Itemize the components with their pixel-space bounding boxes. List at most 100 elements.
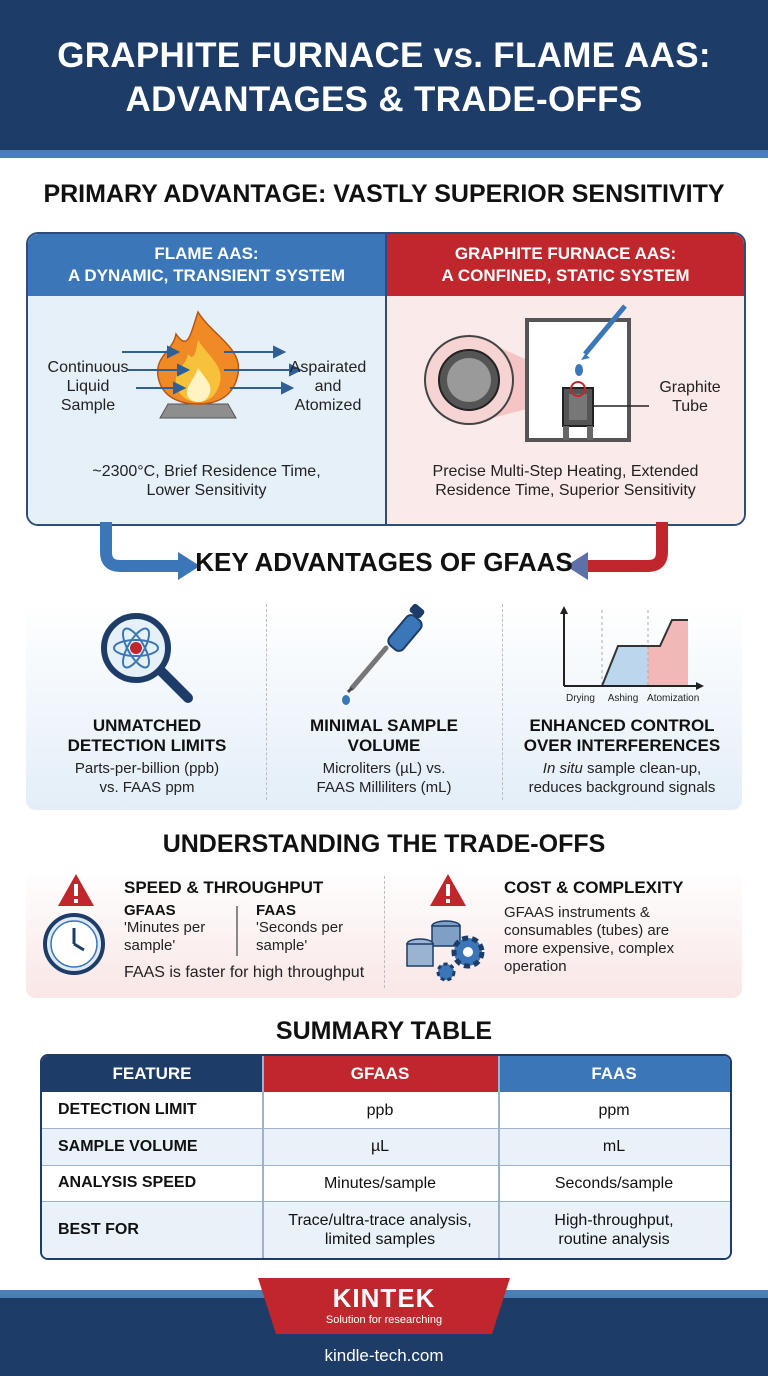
burner-icon bbox=[159, 403, 237, 419]
advantage-divider-1 bbox=[266, 604, 267, 800]
advantage-interference-title-1: ENHANCED CONTROL bbox=[529, 716, 715, 735]
flow-arrows-in bbox=[122, 345, 191, 395]
column-header-feature: FEATURE bbox=[42, 1056, 262, 1092]
flow-arrows-out bbox=[224, 345, 303, 395]
advantage-divider-2 bbox=[502, 604, 503, 800]
heating-stage-labels: Drying Ashing Atomization bbox=[566, 693, 716, 704]
advantage-volume-desc-2: FAAS Milliliters (mL) bbox=[316, 779, 452, 796]
flame-input-label: Continuous Liquid Sample bbox=[38, 358, 138, 415]
flame-panel: FLAME AAS: A DYNAMIC, TRANSIENT SYSTEM bbox=[28, 234, 385, 524]
advantage-volume-title-1: MINIMAL SAMPLE bbox=[310, 716, 458, 735]
flame-output-label: Aspairated and Atomized bbox=[278, 358, 378, 415]
tube-label-line-2: Tube bbox=[672, 398, 708, 415]
right-arrow-head bbox=[566, 552, 588, 580]
header-stripe bbox=[0, 150, 768, 158]
pipette-tip-icon bbox=[575, 304, 627, 376]
flame-caption: ~2300°C, Brief Residence Time, Lower Sen… bbox=[28, 462, 385, 500]
flame-input-line-3: Sample bbox=[60, 397, 116, 414]
table-cell-gfaas-line-2: limited samples bbox=[324, 1230, 436, 1248]
cost-line-3: more expensive, complex bbox=[504, 940, 675, 957]
converging-arrows bbox=[100, 522, 668, 580]
cost-line-2: consumables (tubes) are bbox=[504, 922, 670, 939]
furnace-diagram bbox=[424, 304, 649, 442]
flame-output-line-1: Aspairated bbox=[289, 359, 367, 376]
table-cell-faas-line-2: routine analysis bbox=[558, 1230, 670, 1248]
flame-caption-line-2: Lower Sensitivity bbox=[146, 482, 267, 499]
key-advantages-heading: KEY ADVANTAGES OF GFAAS bbox=[195, 547, 573, 577]
stage-label-drying: Drying bbox=[566, 693, 595, 704]
flame-caption-line-1: ~2300°C, Brief Residence Time, bbox=[92, 463, 321, 480]
header-banner bbox=[0, 0, 768, 150]
panel-divider bbox=[385, 234, 387, 524]
speed-faas-line-1: 'Seconds per bbox=[256, 919, 344, 936]
brand-badge bbox=[258, 1278, 510, 1334]
speed-gfaas-line-2: sample' bbox=[124, 937, 176, 954]
flame-input-line-1: Continuous bbox=[47, 359, 129, 376]
speed-gfaas-block: GFAAS 'Minutes per sample' bbox=[124, 902, 230, 955]
cost-line-4: operation bbox=[504, 958, 567, 975]
advantage-interference-desc-2: reduces background signals bbox=[528, 779, 716, 796]
left-arrow-head bbox=[178, 552, 200, 580]
flame-header-line-1: FLAME AAS: bbox=[154, 244, 259, 263]
title-line-2: ADVANTAGES & TRADE-OFFS bbox=[125, 80, 643, 119]
advantage-detection: UNMATCHED DETECTION LIMITS Parts-per-bil… bbox=[28, 716, 266, 797]
advantage-interference-desc-1: In situ sample clean-up, bbox=[503, 759, 741, 778]
tube-cross-section-icon bbox=[424, 335, 514, 425]
table-row-feature: BEST FOR bbox=[42, 1201, 262, 1258]
stage-label-atomization: Atomization bbox=[647, 693, 700, 704]
clock-icon bbox=[43, 913, 105, 975]
tube-label: Graphite Tube bbox=[645, 378, 735, 416]
speed-faas-line-2: sample' bbox=[256, 937, 308, 954]
flame-diagram bbox=[122, 310, 303, 419]
column-divider bbox=[262, 1056, 264, 1258]
in-situ-text: In situ bbox=[542, 760, 583, 777]
flame-panel-header: FLAME AAS: A DYNAMIC, TRANSIENT SYSTEM bbox=[28, 234, 385, 296]
speed-note: FAAS is faster for high throughput bbox=[124, 964, 365, 981]
advantage-volume-desc-1: Microliters (µL) vs. bbox=[322, 760, 446, 777]
warning-icon bbox=[58, 874, 94, 906]
cost-text: GFAAS instruments & consumables (tubes) … bbox=[504, 904, 734, 976]
advantage-volume: MINIMAL SAMPLE VOLUME Microliters (µL) v… bbox=[265, 716, 503, 797]
table-cell-gfaas: µL bbox=[262, 1128, 498, 1165]
table-cell-faas: mL bbox=[498, 1128, 730, 1165]
tube-label-line-1: Graphite bbox=[659, 379, 721, 396]
furnace-caption-line-2: Residence Time, Superior Sensitivity bbox=[435, 482, 696, 499]
flame-output-line-3: Atomized bbox=[294, 397, 362, 414]
summary-heading: SUMMARY TABLE bbox=[275, 1017, 493, 1045]
cost-line-1: GFAAS instruments & bbox=[504, 904, 650, 921]
speed-faas-label: FAAS bbox=[256, 902, 297, 919]
table-row-feature: DETECTION LIMIT bbox=[58, 1101, 197, 1118]
advantage-interference-desc-text: sample clean-up, bbox=[582, 760, 702, 777]
flame-icon bbox=[157, 310, 240, 405]
table-row-feature: SAMPLE VOLUME bbox=[42, 1128, 262, 1165]
table-cell-faas-line-1: High-throughput, bbox=[554, 1211, 674, 1229]
furnace-panel: GRAPHITE FURNACE AAS: A CONFINED, STATIC… bbox=[387, 234, 744, 524]
advantage-detection-title-1: UNMATCHED bbox=[92, 716, 202, 735]
speed-faas-block: FAAS 'Seconds per sample' bbox=[256, 902, 366, 955]
advantage-interference: ENHANCED CONTROL OVER INTERFERENCES In s… bbox=[503, 716, 741, 797]
website-link[interactable]: kindle-tech.com bbox=[324, 1346, 444, 1365]
right-arrow-shaft bbox=[586, 522, 668, 572]
furnace-header-line-1: GRAPHITE FURNACE AAS: bbox=[454, 244, 677, 263]
table-cell-gfaas: Trace/ultra-trace analysis, limited samp… bbox=[262, 1201, 498, 1258]
speed-split-line bbox=[236, 906, 238, 956]
advantage-detection-title-2: DETECTION LIMITS bbox=[67, 736, 227, 755]
flame-input-line-2: Liquid bbox=[66, 378, 110, 395]
speed-title: SPEED & THROUGHPUT bbox=[124, 878, 324, 897]
furnace-caption: Precise Multi-Step Heating, Extended Res… bbox=[387, 462, 744, 500]
tradeoffs-heading: UNDERSTANDING THE TRADE-OFFS bbox=[162, 830, 606, 858]
left-arrow-shaft bbox=[100, 522, 180, 572]
speed-gfaas-label: GFAAS bbox=[124, 902, 176, 919]
column-header-faas: FAAS bbox=[498, 1056, 730, 1092]
title-line-1: GRAPHITE FURNACE vs. FLAME AAS: bbox=[57, 36, 711, 75]
page-title: GRAPHITE FURNACE vs. FLAME AAS: ADVANTAG… bbox=[0, 34, 768, 122]
primary-heading: PRIMARY ADVANTAGE: VASTLY SUPERIOR SENSI… bbox=[43, 180, 725, 208]
table-cell-faas: High-throughput, routine analysis bbox=[498, 1201, 730, 1258]
brand-name: KINTEK bbox=[332, 1283, 436, 1313]
pipette-icon bbox=[342, 603, 425, 705]
summary-table: FEATURE GFAAS FAAS DETECTION LIMIT ppb p… bbox=[40, 1054, 732, 1260]
furnace-header-line-2: A CONFINED, STATIC SYSTEM bbox=[441, 266, 690, 285]
furnace-caption-line-1: Precise Multi-Step Heating, Extended bbox=[432, 463, 699, 480]
furnace-panel-header: GRAPHITE FURNACE AAS: A CONFINED, STATIC… bbox=[387, 234, 744, 296]
comparison-panel: FLAME AAS: A DYNAMIC, TRANSIENT SYSTEM bbox=[26, 232, 746, 526]
